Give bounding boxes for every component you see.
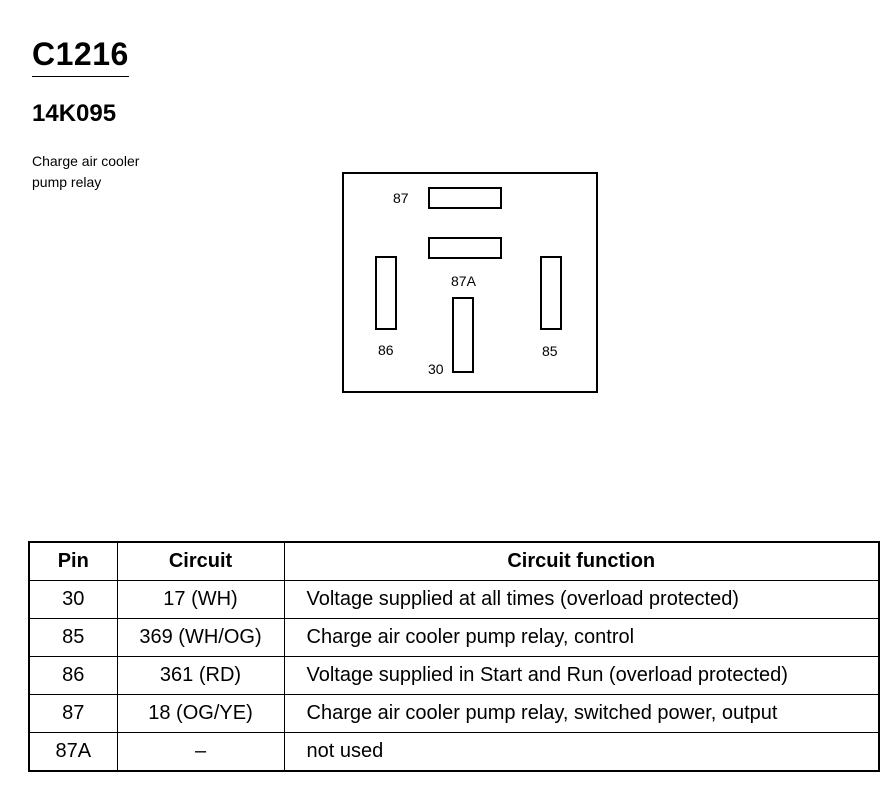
header-pin: Pin: [28, 541, 118, 581]
cell-circuit: 17 (WH): [116, 580, 285, 619]
cell-function: not used: [283, 732, 880, 772]
pin-86-terminal: [375, 256, 397, 330]
pin-87a-terminal: [428, 237, 502, 259]
table-row: 86 361 (RD) Voltage supplied in Start an…: [28, 656, 880, 695]
table-header-row: Pin Circuit Circuit function: [28, 541, 880, 581]
pin-87a-label: 87A: [451, 273, 477, 289]
cell-pin: 86: [28, 656, 118, 695]
title-underline: [32, 76, 129, 77]
component-description: Charge air cooler pump relay: [32, 151, 192, 193]
connector-id: C1216: [32, 36, 129, 72]
table-row: 85 369 (WH/OG) Charge air cooler pump re…: [28, 618, 880, 657]
pin-87-terminal: [428, 187, 502, 209]
table-row: 30 17 (WH) Voltage supplied at all times…: [28, 580, 880, 619]
cell-pin: 85: [28, 618, 118, 657]
cell-pin: 87A: [28, 732, 118, 772]
connector-outline: [342, 172, 598, 393]
cell-pin: 87: [28, 694, 118, 733]
cell-circuit: –: [116, 732, 285, 772]
pin-86-label: 86: [378, 342, 394, 358]
description-line: Charge air cooler: [32, 153, 140, 169]
cell-circuit: 361 (RD): [116, 656, 285, 695]
relay-connector-diagram: 87 87A 86 85 30: [342, 172, 598, 393]
table-row: 87 18 (OG/YE) Charge air cooler pump rel…: [28, 694, 880, 733]
pin-85-label: 85: [542, 343, 558, 359]
pin-30-label: 30: [428, 361, 444, 377]
cell-circuit: 369 (WH/OG): [116, 618, 285, 657]
cell-function: Charge air cooler pump relay, control: [283, 618, 880, 657]
header-circuit-function: Circuit function: [283, 541, 880, 581]
part-number: 14K095: [32, 100, 117, 127]
pin-30-terminal: [452, 297, 474, 373]
description-line: pump relay: [32, 174, 102, 190]
pin-85-terminal: [540, 256, 562, 330]
pin-circuit-table: Pin Circuit Circuit function 30 17 (WH) …: [28, 541, 880, 772]
cell-circuit: 18 (OG/YE): [116, 694, 285, 733]
cell-function: Charge air cooler pump relay, switched p…: [283, 694, 880, 733]
cell-pin: 30: [28, 580, 118, 619]
cell-function: Voltage supplied in Start and Run (overl…: [283, 656, 880, 695]
header-circuit: Circuit: [116, 541, 285, 581]
cell-function: Voltage supplied at all times (overload …: [283, 580, 880, 619]
table-row: 87A – not used: [28, 732, 880, 772]
pin-87-label: 87: [393, 190, 409, 206]
